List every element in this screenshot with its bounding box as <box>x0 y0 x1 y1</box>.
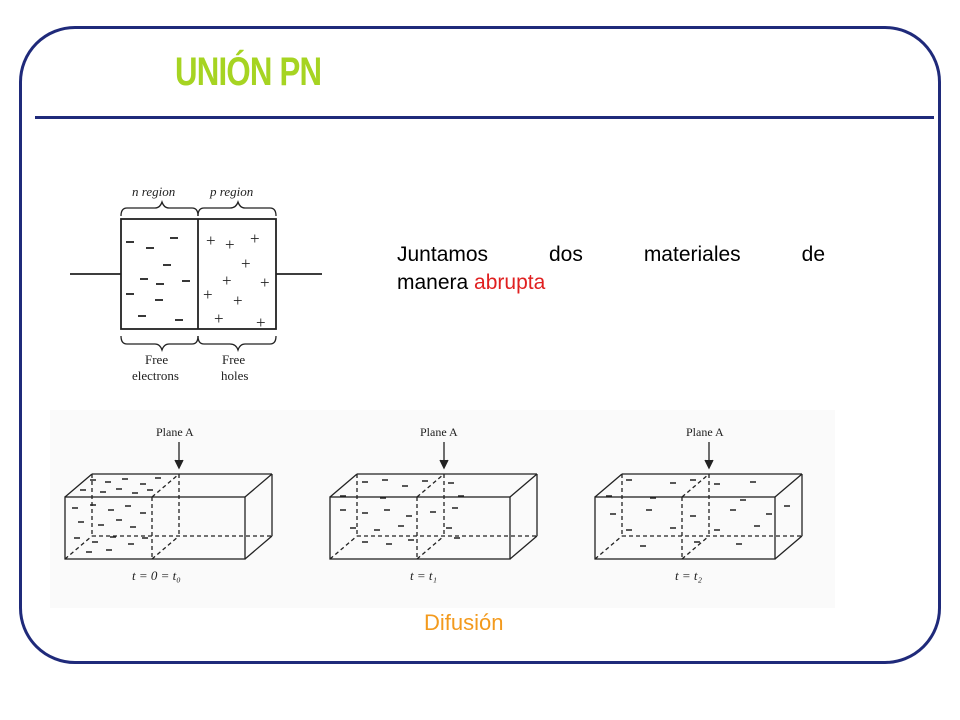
word-juntamos: Juntamos <box>397 243 489 266</box>
time-label-t2: t = t₂ <box>675 568 702 583</box>
free-holes-label-2: holes <box>221 368 248 383</box>
description-line-2: manera abrupta <box>397 269 825 297</box>
diffusion-box-t1 <box>329 442 538 560</box>
word-materiales: materiales <box>643 243 741 266</box>
word-manera: manera <box>397 271 475 294</box>
diffusion-box-t2 <box>594 442 803 560</box>
time-label-t0: t = 0 = t₀ <box>132 568 181 583</box>
svg-text:+: + <box>250 229 260 248</box>
word-de: de <box>801 243 825 266</box>
svg-text:+: + <box>203 285 213 304</box>
plane-a-label-2: Plane A <box>420 425 458 439</box>
svg-text:+: + <box>241 254 251 273</box>
slide-frame <box>19 26 941 664</box>
svg-text:+: + <box>214 309 224 328</box>
description-line-1: Juntamos dos materiales de <box>397 241 825 269</box>
svg-text:+: + <box>256 313 266 332</box>
diffusion-caption: Difusión <box>424 610 504 635</box>
word-dos: dos <box>549 243 583 266</box>
free-holes-label-1: Free <box>222 352 245 367</box>
free-electrons <box>126 237 190 321</box>
plane-a-label-1: Plane A <box>156 425 194 439</box>
word-abrupta-highlight: abrupta <box>474 271 546 294</box>
svg-text:+: + <box>233 291 243 310</box>
free-electrons-label-1: Free <box>145 352 168 367</box>
p-region-label: p region <box>209 184 253 199</box>
description-text: Juntamos dos materiales de manera abrupt… <box>397 241 825 297</box>
svg-text:+: + <box>222 271 232 290</box>
free-electrons-label-2: electrons <box>132 368 179 383</box>
free-holes: +++ +++ +++ + <box>203 229 270 332</box>
diffusion-electrons-t1 <box>340 479 464 545</box>
title-divider <box>35 116 934 119</box>
diffusion-box-t0 <box>64 442 273 560</box>
svg-text:+: + <box>225 235 235 254</box>
svg-text:+: + <box>260 273 270 292</box>
electrons-brace <box>120 335 199 353</box>
holes-brace <box>197 335 277 353</box>
diffusion-electrons-t2 <box>606 479 790 547</box>
svg-text:+: + <box>206 231 216 250</box>
time-label-t1: t = t₁ <box>410 568 437 583</box>
p-region-brace <box>197 199 277 217</box>
diffusion-figure: Plane A t = 0 = t₀ Plane A t = t₁ Plane <box>50 410 835 608</box>
plane-a-label-3: Plane A <box>686 425 724 439</box>
n-region-label: n region <box>132 184 175 199</box>
n-region-brace <box>120 199 199 217</box>
pn-junction-figure: n region p region +++ +++ +++ + Free ele… <box>70 184 322 383</box>
diffusion-electrons-t0 <box>72 477 161 553</box>
slide-title: UNIÓN PN <box>175 50 322 94</box>
